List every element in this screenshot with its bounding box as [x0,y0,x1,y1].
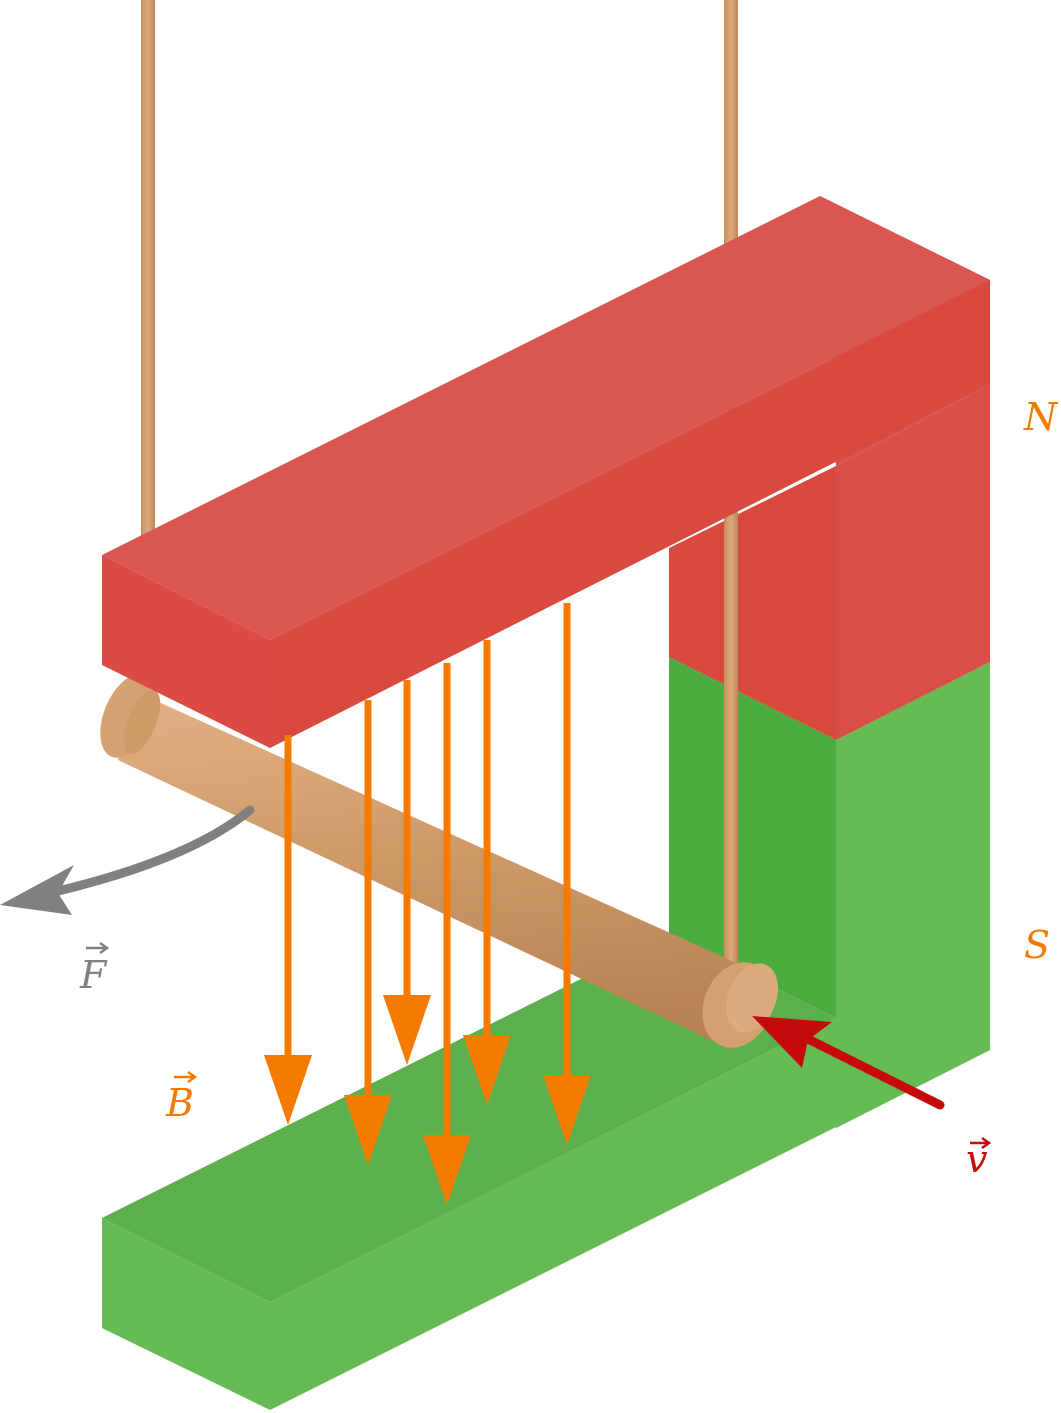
field-line-arrowhead-1 [264,1055,312,1125]
south-label: S [1024,923,1050,967]
rod [100,674,779,1050]
field-vector-icon [174,1070,198,1084]
north-column-front-face [836,384,990,740]
field-label: B [165,1070,198,1125]
magnetic-field-lines [264,603,591,1205]
velocity-arrow-shaft [795,1030,945,1110]
rod-right-cap-end [725,963,779,1033]
field-line-arrowhead-4 [423,1135,471,1205]
north-bar-left-face [102,555,270,748]
field-line-arrowhead-5 [463,1035,511,1105]
left-string [141,0,155,555]
force-arrow-shaft [45,805,255,898]
south-bar-left-face [102,1218,270,1410]
force-label-text: F [79,953,108,997]
south-pole-bottom-bar [102,935,990,1410]
force-arrow [0,805,255,915]
velocity-arrow [752,1016,945,1110]
south-bar-front-face [270,1018,990,1410]
south-pole-back [669,657,990,1128]
velocity-vector-icon [970,1136,992,1150]
force-vector-icon [86,941,110,955]
north-label: N [1023,395,1059,439]
south-column-front-face [836,662,990,1128]
velocity-label: v [966,1136,992,1181]
north-pole-top-bar [102,196,990,748]
field-line-arrowhead-2 [344,1095,392,1165]
field-label-text: B [165,1081,194,1125]
field-line-arrowhead-3 [383,995,431,1065]
field-line-arrowhead-6 [543,1075,591,1145]
force-label: F [79,941,110,997]
south-column-inner-face [669,657,836,1018]
north-bar-top-face [102,196,990,640]
rod-left-cap-inner [123,690,161,754]
force-arrow-head [0,865,74,915]
rod-body [118,690,752,1050]
labels: N S F B v [79,395,1059,1181]
south-bar-top-face [102,935,836,1302]
north-bar-front-face [270,280,990,748]
north-column-inner-face [669,466,836,740]
velocity-arrow-head [752,1016,832,1068]
